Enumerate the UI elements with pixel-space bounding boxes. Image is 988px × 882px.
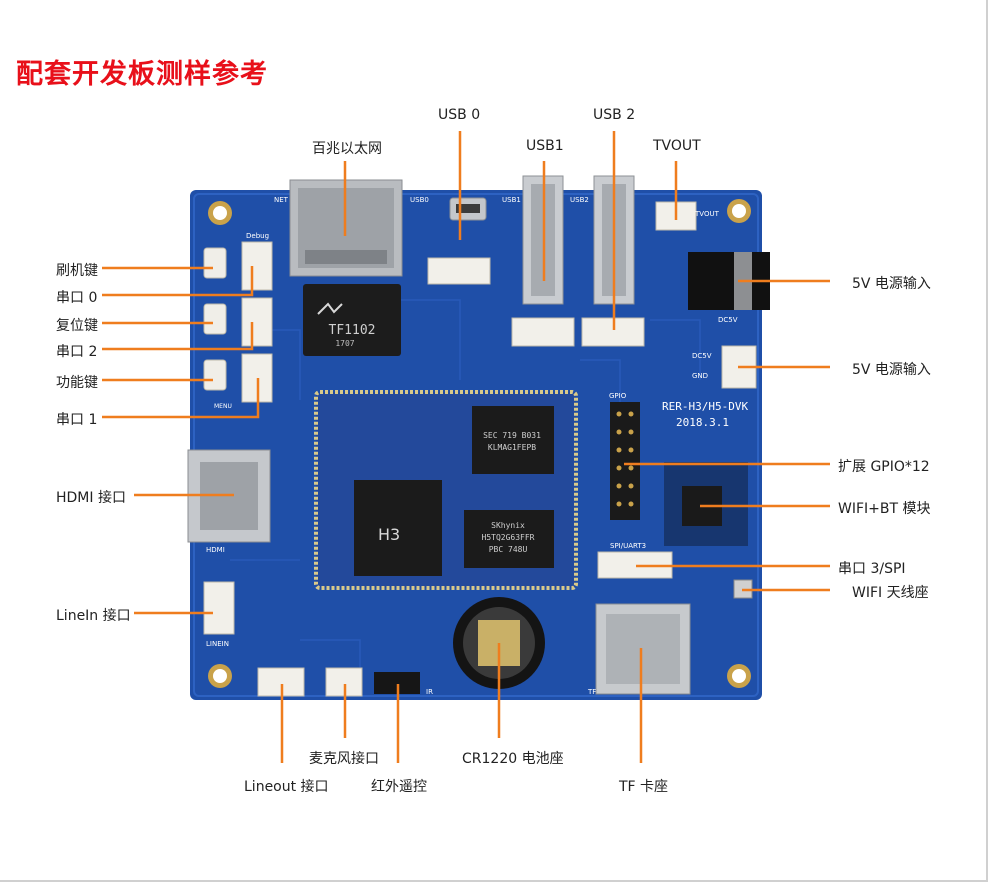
gpio-header	[610, 402, 640, 520]
label-antenna: WIFI 天线座	[852, 585, 929, 601]
ir-receiver	[374, 672, 420, 694]
core-module: H3 SEC 719 B031 KLMAG1FEPB SKhynix H5TQ2…	[314, 390, 578, 590]
svg-text:H5TQ2G63FFR: H5TQ2G63FFR	[482, 533, 535, 542]
svg-text:TF: TF	[587, 688, 596, 696]
usb0-header	[427, 257, 491, 285]
label-flash-key: 刷机键	[56, 263, 98, 279]
usb1-header	[511, 317, 575, 347]
label-gpio: 扩展 GPIO*12	[838, 459, 930, 475]
label-wifi-bt: WIFI+BT 模块	[838, 501, 931, 517]
page-title: 配套开发板测样参考	[16, 59, 268, 90]
svg-text:IR: IR	[426, 688, 433, 696]
svg-text:RER-H3/H5-DVK: RER-H3/H5-DVK	[662, 400, 748, 413]
label-hdmi: HDMI 接口	[56, 490, 126, 506]
svg-text:2018.3.1: 2018.3.1	[676, 416, 729, 429]
label-usb0: USB 0	[438, 107, 481, 123]
label-usb2: USB 2	[593, 107, 636, 123]
linein-header	[203, 581, 235, 635]
left-buttons	[203, 247, 227, 391]
label-tf: TF 卡座	[619, 779, 669, 795]
label-uart2: 串口 2	[56, 344, 98, 360]
soc-chip	[354, 480, 442, 576]
ram-chip	[464, 510, 554, 568]
label-func-key: 功能键	[56, 375, 98, 391]
label-battery: CR1220 电池座	[462, 751, 564, 767]
svg-text:H3: H3	[378, 525, 400, 544]
svg-text:NET: NET	[274, 196, 289, 204]
emmc-chip	[472, 406, 554, 474]
label-lineout: Lineout 接口	[244, 779, 329, 795]
label-power2: 5V 电源输入	[852, 362, 931, 378]
label-mic: 麦克风接口	[309, 751, 379, 767]
silkscreen-text: NET USB0 USB1 USB2 TVOUT DC5V DC5V GND G…	[206, 196, 748, 696]
label-uart3: 串口 3/SPI	[838, 561, 906, 577]
label-tvout: TVOUT	[653, 138, 701, 154]
svg-text:LINEIN: LINEIN	[206, 640, 229, 648]
svg-text:SKhynix: SKhynix	[491, 521, 525, 530]
svg-text:SPI/UART3: SPI/UART3	[610, 542, 646, 550]
svg-text:USB0: USB0	[410, 196, 429, 204]
svg-text:TF1102: TF1102	[329, 323, 376, 338]
svg-text:PBC 748U: PBC 748U	[489, 545, 528, 554]
usb0-port	[449, 197, 487, 221]
svg-text:TVOUT: TVOUT	[694, 210, 720, 218]
label-uart1: 串口 1	[56, 412, 98, 428]
ethernet-transformer: TF1102 1707	[303, 284, 401, 356]
mounting-holes	[208, 199, 751, 688]
svg-text:SEC 719 B031: SEC 719 B031	[483, 431, 541, 440]
label-ir: 红外遥控	[371, 779, 427, 795]
svg-text:1707: 1707	[335, 339, 354, 348]
svg-text:MENU: MENU	[214, 403, 232, 410]
leader-lines	[102, 131, 830, 763]
svg-text:USB1: USB1	[502, 196, 521, 204]
svg-text:HDMI: HDMI	[206, 546, 225, 554]
label-uart0: 串口 0	[56, 290, 98, 306]
svg-text:DC5V: DC5V	[692, 352, 712, 360]
svg-text:DC5V: DC5V	[718, 316, 738, 324]
label-reset-key: 复位键	[56, 318, 98, 334]
svg-text:KLMAG1FEPB: KLMAG1FEPB	[488, 443, 536, 452]
label-ethernet: 百兆以太网	[312, 141, 382, 157]
svg-text:GND: GND	[692, 372, 708, 380]
label-power1: 5V 电源输入	[852, 276, 931, 292]
svg-text:USB2: USB2	[570, 196, 589, 204]
svg-text:Debug: Debug	[246, 232, 269, 240]
svg-text:GPIO: GPIO	[609, 392, 627, 400]
label-usb1: USB1	[526, 138, 564, 154]
label-linein: LineIn 接口	[56, 608, 131, 624]
